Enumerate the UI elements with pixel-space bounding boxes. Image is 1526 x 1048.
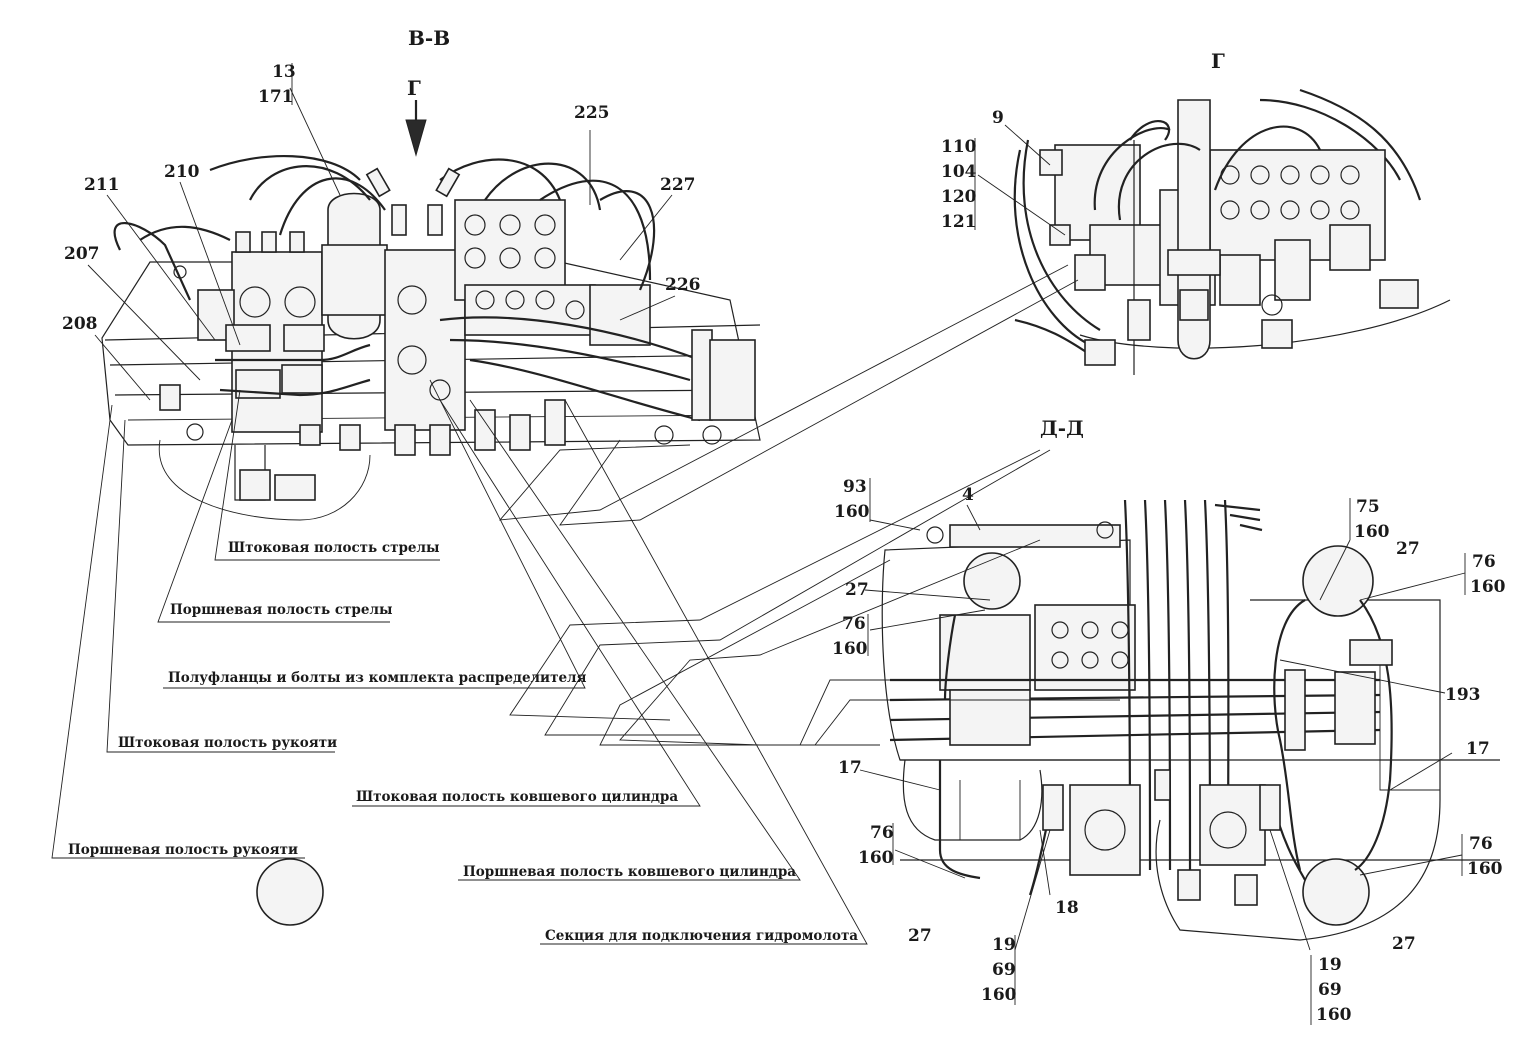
view-vv-drawing <box>101 100 761 521</box>
callout-19-a: 19 <box>992 935 1016 955</box>
callout-93: 93 <box>843 477 867 497</box>
callout-27-b: 27 <box>845 580 869 600</box>
callout-4: 4 <box>962 485 974 505</box>
callout-225: 225 <box>574 103 610 123</box>
callout-160-g: 160 <box>981 985 1017 1005</box>
callout-18: 18 <box>1055 898 1079 918</box>
callout-210: 210 <box>164 162 200 182</box>
caption-rod-boom: Штоковая полость стрелы <box>228 540 440 556</box>
callout-17-b: 17 <box>1466 739 1490 759</box>
callout-160-h: 160 <box>1316 1005 1352 1025</box>
callout-76-c: 76 <box>870 823 894 843</box>
view-dd-drawing <box>256 499 1500 941</box>
callout-160-e: 160 <box>858 848 894 868</box>
callout-211: 211 <box>84 175 120 195</box>
caption-hammer: Секция для подключения гидромолота <box>545 928 858 944</box>
callout-69-b: 69 <box>1318 980 1342 1000</box>
callout-27-a: 27 <box>1396 539 1420 559</box>
callout-17-a: 17 <box>838 758 862 778</box>
caption-flanges: Полуфланцы и болты из комплекта распреде… <box>168 670 587 686</box>
callout-226: 226 <box>665 275 701 295</box>
section-dd-title: Д-Д <box>1040 416 1084 440</box>
callout-76-a: 76 <box>1472 552 1496 572</box>
callout-69-a: 69 <box>992 960 1016 980</box>
callout-75: 75 <box>1356 497 1380 517</box>
callout-76-b: 76 <box>842 614 866 634</box>
callout-9: 9 <box>992 108 1004 128</box>
callout-121: 121 <box>941 212 977 232</box>
callout-160-d: 160 <box>832 639 868 659</box>
caption-rod-bucket: Штоковая полость ковшевого цилиндра <box>356 789 678 805</box>
caption-piston-arm: Поршневая полость рукояти <box>68 842 298 858</box>
section-g-title: Г <box>1211 49 1225 73</box>
callout-207: 207 <box>64 244 100 264</box>
section-vv-title: В-В <box>408 26 450 50</box>
caption-rod-arm: Штоковая полость рукояти <box>118 735 337 751</box>
callout-27-c: 27 <box>908 926 932 946</box>
callout-76-d: 76 <box>1469 834 1493 854</box>
callout-171: 171 <box>258 87 294 107</box>
callout-160-f: 160 <box>1467 859 1503 879</box>
callout-27-d: 27 <box>1392 934 1416 954</box>
callout-13: 13 <box>272 62 296 82</box>
view-g-drawing <box>1013 88 1451 375</box>
section-arrow-g-label: Г <box>407 76 421 100</box>
callout-110: 110 <box>941 137 977 157</box>
callout-160-a: 160 <box>834 502 870 522</box>
caption-piston-boom: Поршневая полость стрелы <box>170 602 393 618</box>
callout-120: 120 <box>941 187 977 207</box>
callout-193: 193 <box>1445 685 1481 705</box>
callout-208: 208 <box>62 314 98 334</box>
caption-piston-bucket: Поршневая полость ковшевого цилиндра <box>463 864 796 880</box>
callout-160-c: 160 <box>1470 577 1506 597</box>
caption-leader-lines <box>51 87 1466 951</box>
callout-160-b: 160 <box>1354 522 1390 542</box>
callout-104: 104 <box>941 162 977 182</box>
callout-227: 227 <box>660 175 696 195</box>
callout-19-b: 19 <box>1318 955 1342 975</box>
